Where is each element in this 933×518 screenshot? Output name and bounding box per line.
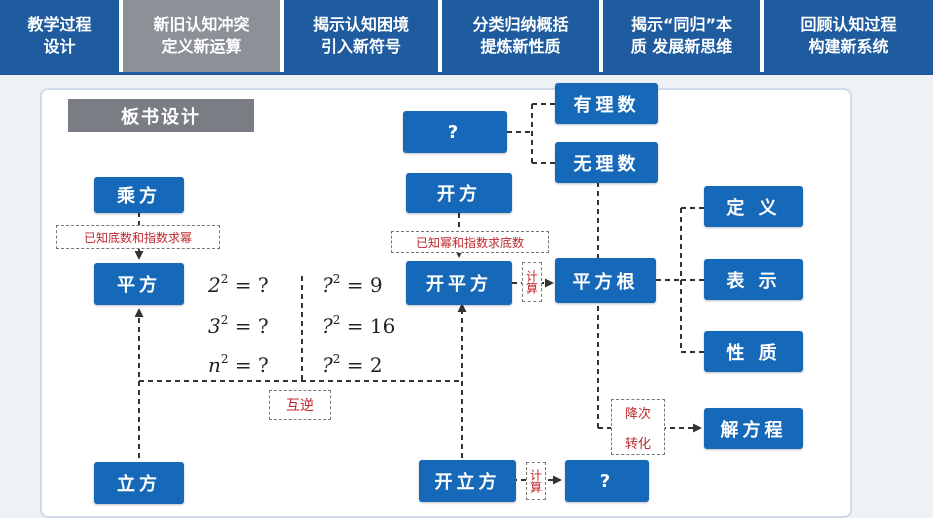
equation-right-3: ?2 = 2	[322, 352, 383, 377]
note-known-power: 已知幂和指数求底数	[391, 231, 549, 253]
tab-teaching-design[interactable]: 教学过程 设计	[0, 0, 119, 72]
box-jiefangcheng: 解方程	[704, 408, 803, 449]
note-huni: 互逆	[269, 390, 331, 420]
box-youlishu: 有理数	[555, 83, 658, 124]
tab-build-system[interactable]: 回顾认知过程 构建新系统	[764, 0, 933, 72]
box-xingzhi: 性 质	[704, 331, 803, 372]
note-jisuan-bottom: 计算	[526, 462, 546, 500]
tab-introduce-symbol[interactable]: 揭示认知困境 引入新符号	[284, 0, 438, 72]
box-biaoshi: 表 示	[704, 259, 803, 300]
equation-left-1: 22 = ?	[208, 272, 269, 297]
box-dingyi: 定 义	[704, 186, 803, 227]
box-pingfang: 平方	[94, 263, 184, 305]
tab-develop-thinking[interactable]: 揭示“同归”本 质 发展新思维	[603, 0, 760, 72]
box-kaifang: 开方	[406, 173, 512, 213]
tab-refine-properties[interactable]: 分类归纳概括 提炼新性质	[442, 0, 599, 72]
box-unknown-top: ?	[403, 111, 507, 153]
note-jiangci: 降次	[624, 406, 651, 422]
box-wulishu: 无理数	[555, 142, 658, 183]
process-nav: 教学过程 设计 新旧认知冲突 定义新运算 揭示认知困境 引入新符号 分类归纳概括…	[0, 0, 933, 75]
box-kailifang: 开立方	[419, 460, 516, 502]
nav-underline	[0, 72, 933, 75]
note-jiangci-zhuanhua	[611, 399, 665, 455]
equation-right-2: ?2 = 16	[322, 313, 396, 338]
box-lifang: 立方	[94, 462, 184, 504]
tab-cognitive-conflict[interactable]: 新旧认知冲突 定义新运算	[123, 0, 280, 72]
equation-right-1: ?2 = 9	[322, 272, 383, 297]
box-kaipingfang: 开平方	[406, 261, 512, 305]
note-jisuan-top: 计算	[522, 262, 542, 302]
equation-left-3: n2 = ?	[208, 352, 269, 377]
note-zhuanhua: 转化	[624, 436, 651, 452]
board-title: 板书设计	[68, 99, 254, 132]
box-pingfanggen: 平方根	[555, 258, 656, 303]
box-unknown-bottom: ?	[565, 460, 649, 502]
note-known-base: 已知底数和指数求幂	[56, 225, 220, 249]
equation-left-2: 32 = ?	[208, 313, 269, 338]
box-chengfang: 乘方	[94, 177, 184, 213]
